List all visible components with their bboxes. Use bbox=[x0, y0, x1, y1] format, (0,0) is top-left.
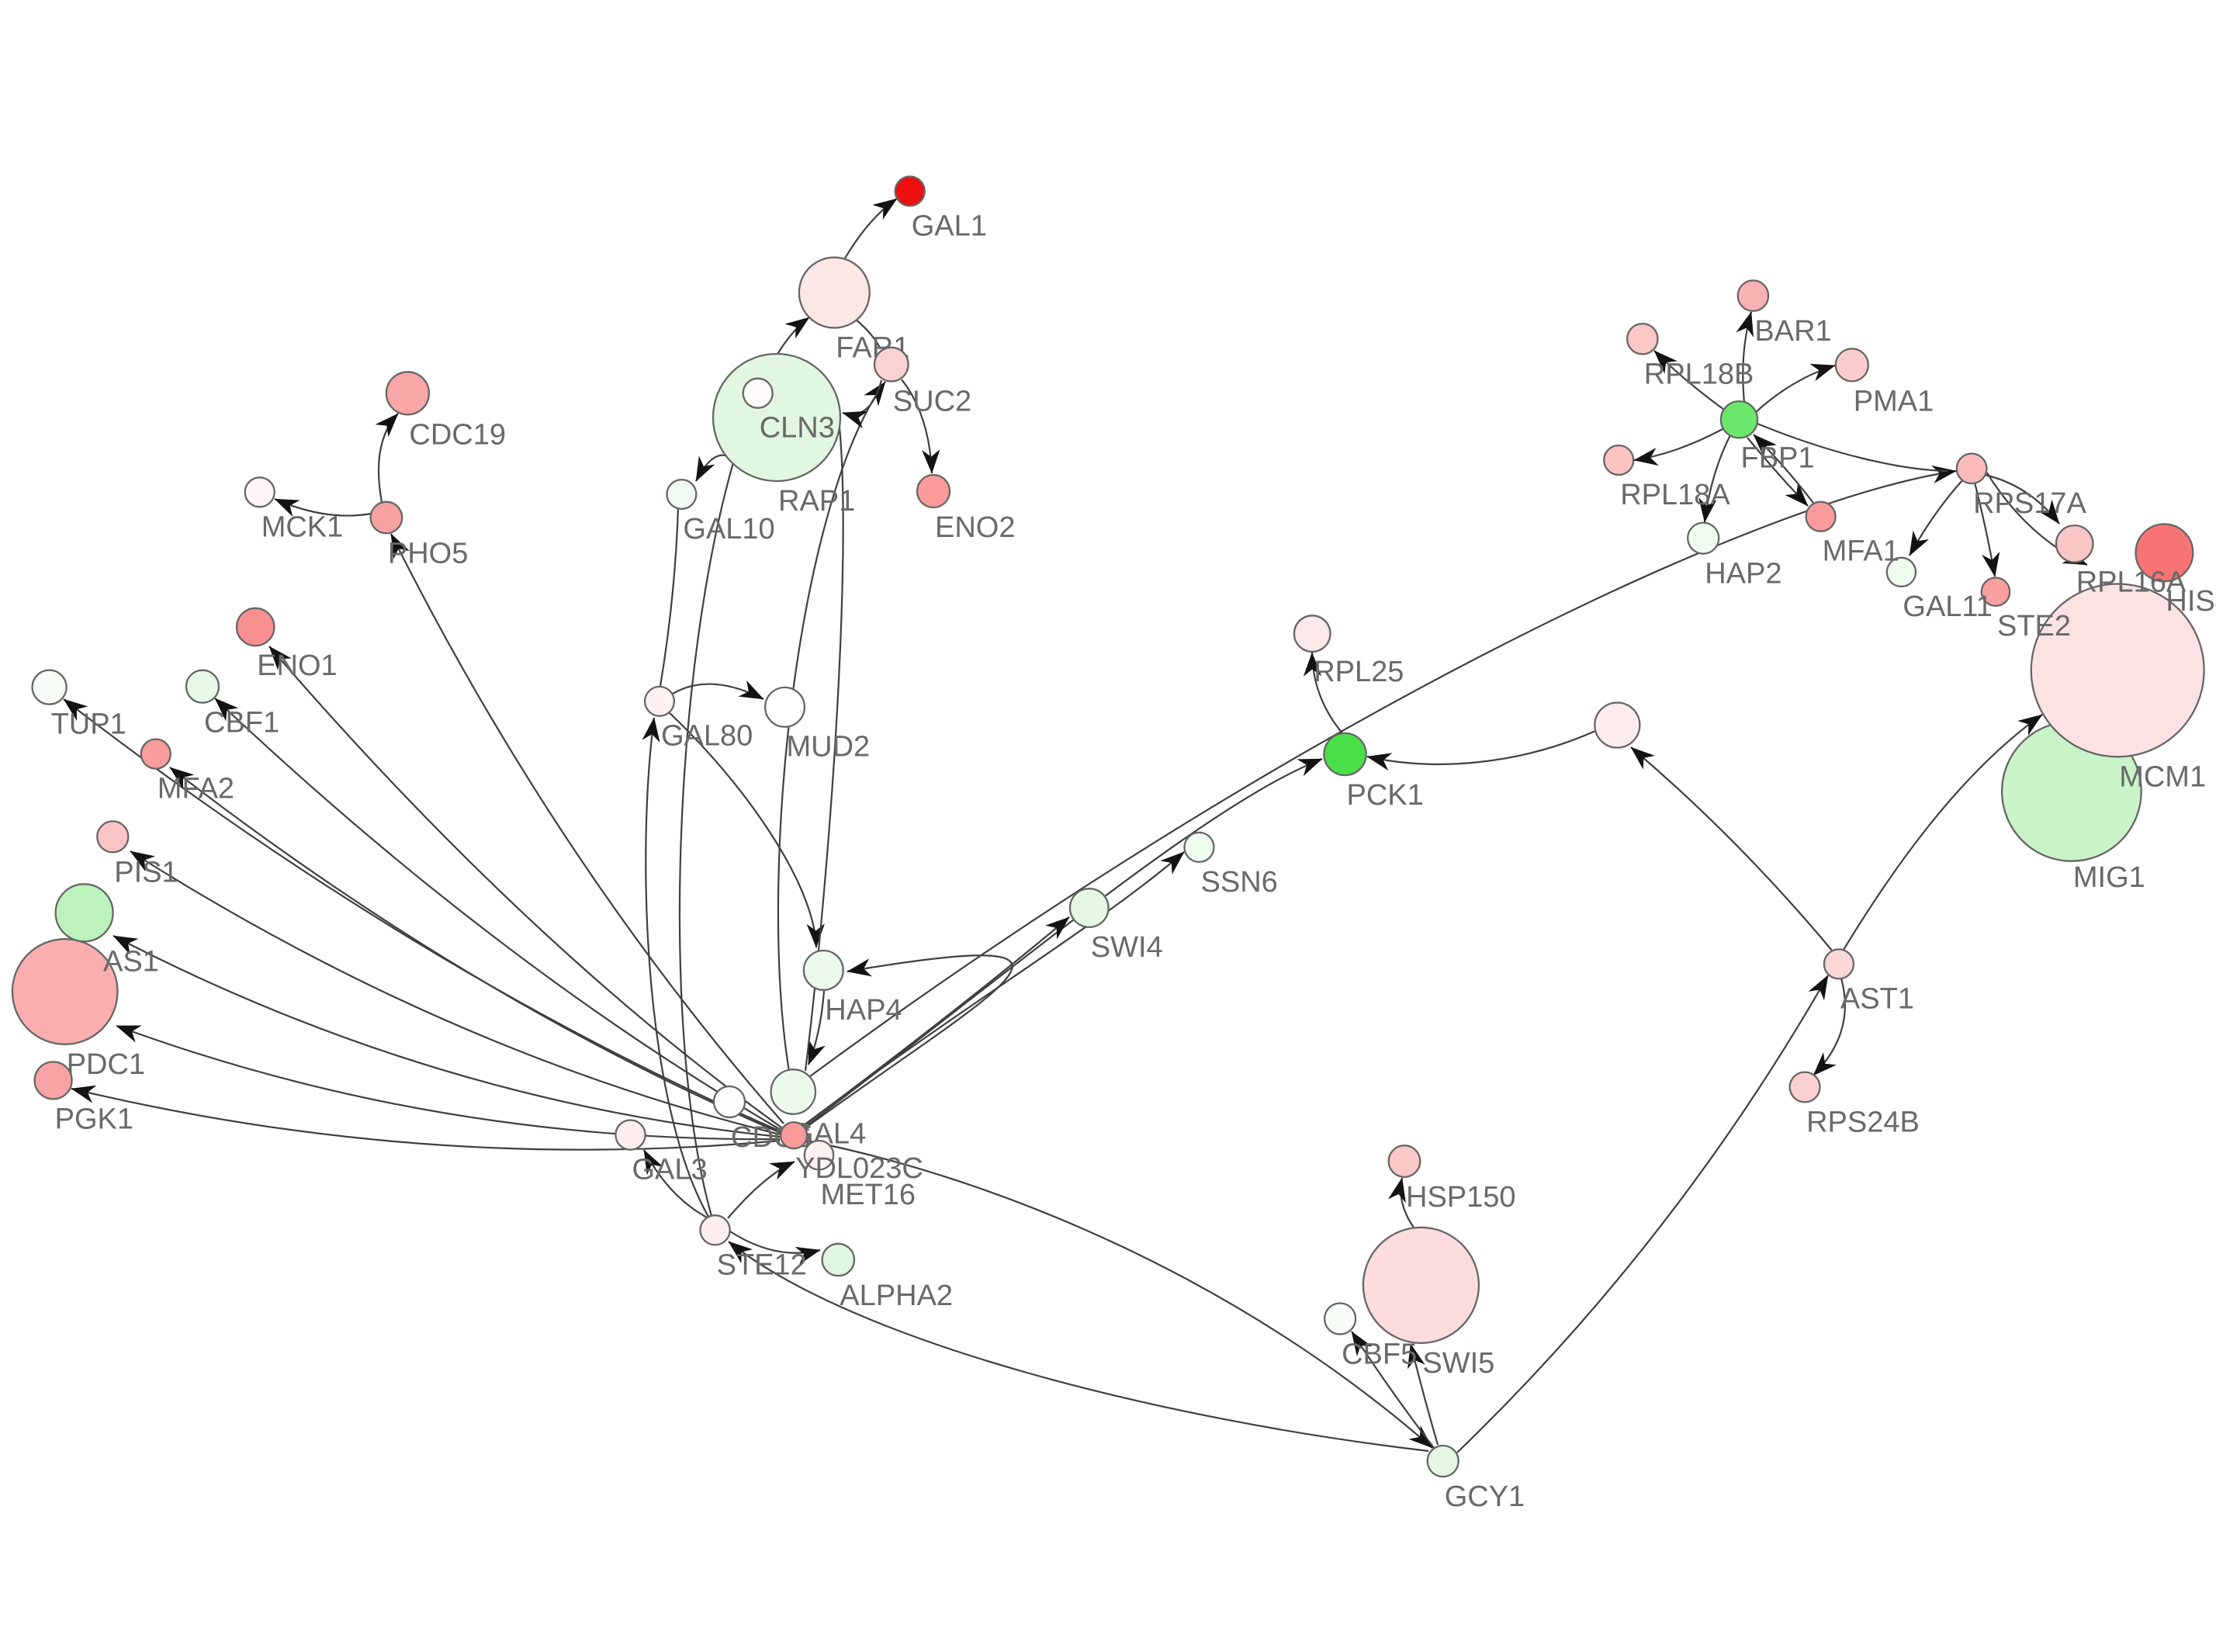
svg-text:RPL18A: RPL18A bbox=[1620, 479, 1730, 511]
svg-text:MIG1: MIG1 bbox=[2073, 861, 2145, 894]
svg-text:MUD2: MUD2 bbox=[787, 731, 871, 764]
svg-text:GAL3: GAL3 bbox=[632, 1154, 708, 1186]
svg-text:SSN6: SSN6 bbox=[1201, 866, 1278, 899]
svg-text:GCY1: GCY1 bbox=[1445, 1481, 1525, 1513]
svg-text:GAL80: GAL80 bbox=[661, 720, 753, 753]
svg-text:RPS24B: RPS24B bbox=[1806, 1106, 1920, 1138]
svg-text:ENO2: ENO2 bbox=[935, 511, 1015, 544]
svg-text:CBF5: CBF5 bbox=[1342, 1339, 1417, 1371]
svg-text:HSP150: HSP150 bbox=[1406, 1181, 1516, 1214]
svg-text:HAP2: HAP2 bbox=[1705, 558, 1781, 590]
svg-text:YDL023C: YDL023C bbox=[795, 1152, 923, 1185]
svg-text:ENO1: ENO1 bbox=[257, 649, 337, 682]
svg-text:STE12: STE12 bbox=[717, 1249, 807, 1281]
svg-text:HAP4: HAP4 bbox=[825, 994, 902, 1027]
svg-text:GAL10: GAL10 bbox=[683, 513, 774, 545]
svg-text:TUP1: TUP1 bbox=[51, 708, 126, 741]
svg-text:FBP1: FBP1 bbox=[1741, 442, 1815, 474]
svg-text:RAP1: RAP1 bbox=[778, 485, 855, 518]
svg-text:AST1: AST1 bbox=[1840, 982, 1914, 1015]
svg-text:RPL18B: RPL18B bbox=[1644, 358, 1754, 391]
svg-text:GAL1: GAL1 bbox=[912, 210, 987, 242]
svg-text:PDC1: PDC1 bbox=[67, 1048, 145, 1081]
svg-text:STE2: STE2 bbox=[1997, 610, 2071, 642]
svg-text:MCM1: MCM1 bbox=[2119, 760, 2206, 793]
svg-text:BAR1: BAR1 bbox=[1754, 315, 1831, 348]
svg-text:SWI4: SWI4 bbox=[1091, 931, 1163, 964]
svg-text:MCK1: MCK1 bbox=[261, 511, 344, 543]
svg-text:RPS17A: RPS17A bbox=[1973, 487, 2086, 520]
svg-text:PGK1: PGK1 bbox=[55, 1103, 133, 1135]
svg-text:PIS1: PIS1 bbox=[114, 856, 178, 888]
svg-text:CBF1: CBF1 bbox=[204, 707, 279, 739]
svg-text:CDC19: CDC19 bbox=[409, 418, 506, 451]
svg-text:PCK1: PCK1 bbox=[1347, 779, 1424, 812]
svg-text:SWI5: SWI5 bbox=[1422, 1347, 1494, 1380]
svg-text:PMA1: PMA1 bbox=[1854, 385, 1934, 417]
svg-text:GAL11: GAL11 bbox=[1903, 590, 1992, 623]
svg-text:ALPHA2: ALPHA2 bbox=[840, 1280, 953, 1312]
svg-text:MFA1: MFA1 bbox=[1823, 535, 1899, 568]
svg-text:CLN3: CLN3 bbox=[760, 412, 835, 445]
svg-text:SUC2: SUC2 bbox=[893, 385, 971, 417]
svg-text:RPL25: RPL25 bbox=[1314, 656, 1404, 688]
svg-text:RPL16A: RPL16A bbox=[2076, 566, 2187, 599]
svg-text:HIS4: HIS4 bbox=[2166, 585, 2216, 618]
svg-text:AS1: AS1 bbox=[103, 945, 159, 978]
svg-text:MFA2: MFA2 bbox=[158, 773, 234, 805]
svg-text:MET16: MET16 bbox=[821, 1179, 916, 1211]
svg-text:PHO5: PHO5 bbox=[388, 537, 468, 570]
